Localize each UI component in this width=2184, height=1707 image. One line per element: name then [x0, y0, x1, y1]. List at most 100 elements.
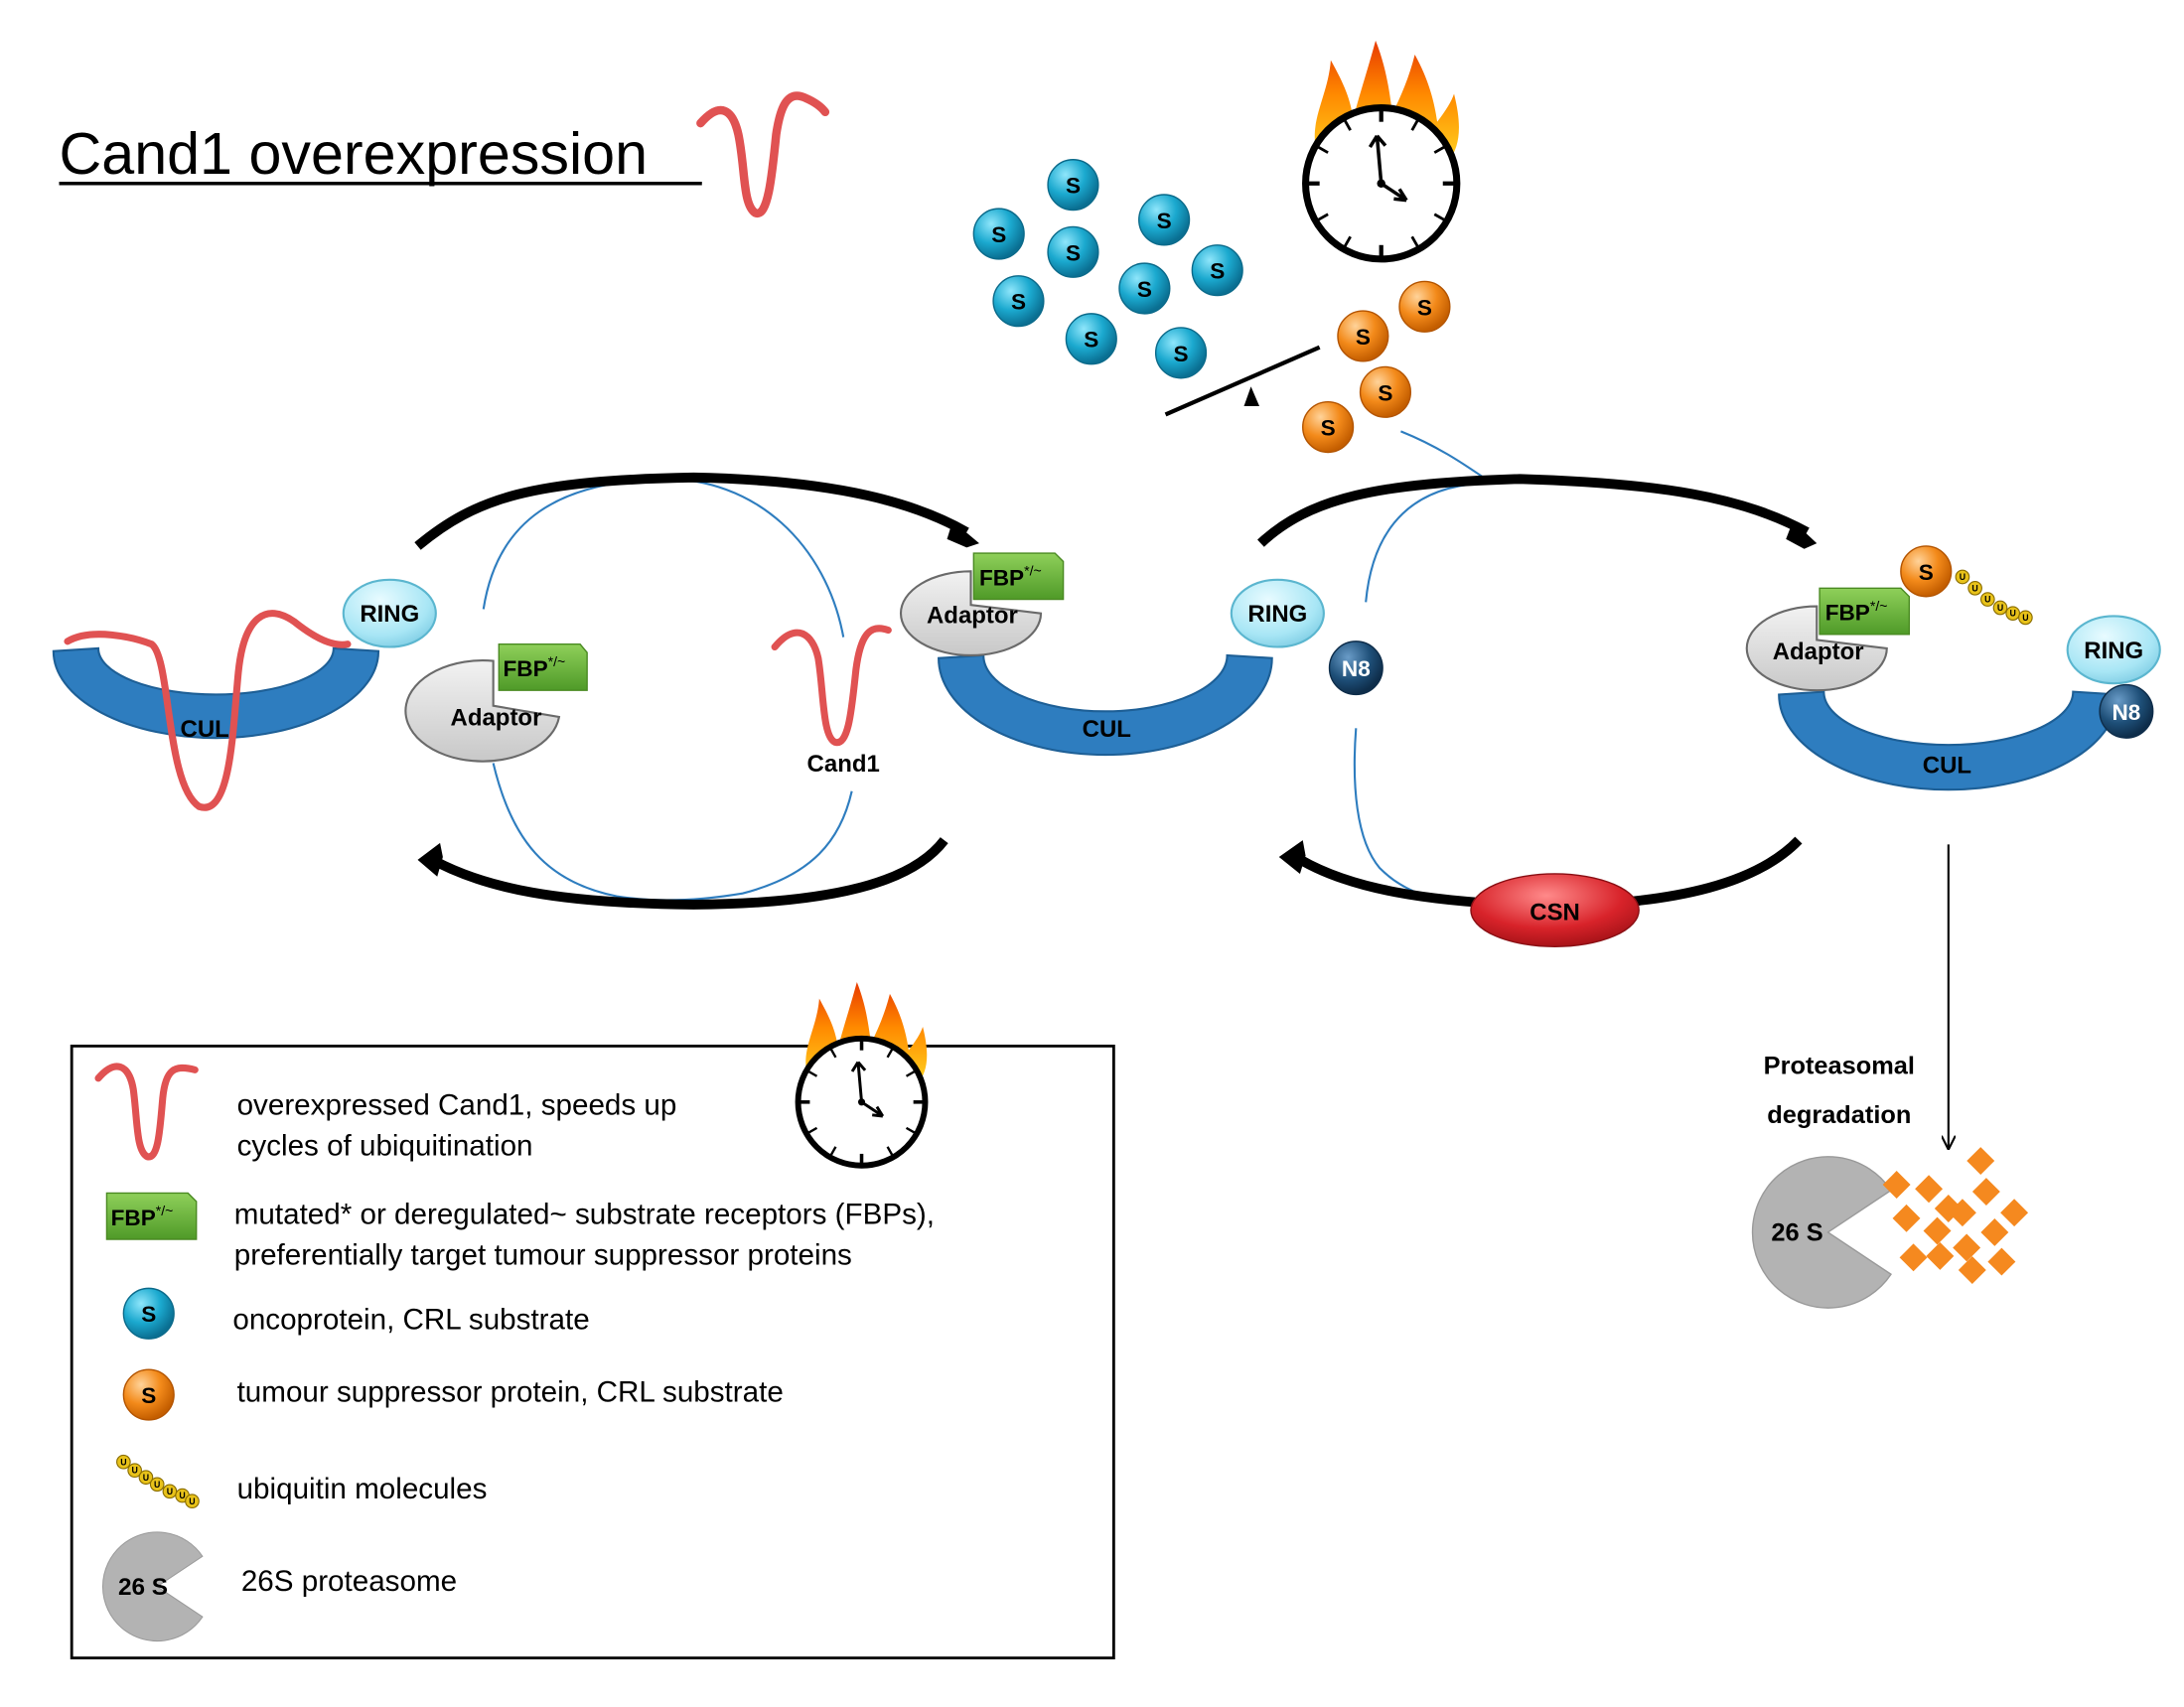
- svg-text:S: S: [991, 222, 1006, 247]
- tumour-suppressor-icon: S: [1337, 310, 1389, 362]
- cul-label: CUL: [1083, 716, 1131, 743]
- tumour-suppressor-icon: S: [1302, 401, 1355, 454]
- legend-item-tumour-suppressor: S tumour suppressor protein, CRL substra…: [122, 1368, 784, 1421]
- oncoprotein-icon: S: [1191, 244, 1243, 297]
- adaptor-shape: [1745, 605, 1888, 692]
- arrow-head-icon: [417, 842, 443, 877]
- ubiquitin-label: U: [2022, 613, 2028, 623]
- protein-fragment: [2000, 1199, 2029, 1227]
- ubiquitin-label: U: [2010, 609, 2016, 619]
- n8-icon: N8: [2099, 683, 2154, 739]
- svg-text:S: S: [1210, 259, 1225, 284]
- oncoprotein-icon: S: [1047, 225, 1099, 278]
- protein-fragment: [1971, 1178, 2000, 1207]
- ubiquitin-label: U: [120, 1457, 126, 1467]
- legend-item-fbp: FBP*/~ mutated* or deregulated~ substrat…: [105, 1192, 935, 1271]
- svg-text:S: S: [1321, 416, 1336, 441]
- svg-text:S: S: [1066, 240, 1081, 265]
- ubiquitin-bead: [149, 1477, 165, 1493]
- fbp-icon: [105, 1192, 198, 1240]
- legend-item-cand1: overexpressed Cand1, speeds up cycles of…: [94, 982, 928, 1166]
- proteasome-icon: 26 S: [1751, 1156, 1892, 1309]
- ubiquitin-bead: [2018, 610, 2033, 626]
- fbp-box: [498, 642, 588, 691]
- ubiquitin-bead: [1967, 580, 1982, 596]
- legend-item-oncoprotein: S oncoprotein, CRL substrate: [122, 1287, 590, 1340]
- ubiquitin-label: U: [189, 1496, 195, 1506]
- legend-text: tumour suppressor protein, CRL substrate: [237, 1376, 784, 1409]
- fast-clock-icon: [799, 982, 928, 1166]
- cul-scaffold: [52, 646, 380, 740]
- cand1-icon: [94, 1063, 199, 1161]
- arrow-head-icon: [1786, 520, 1818, 549]
- svg-text:S: S: [1011, 290, 1026, 315]
- svg-text:S: S: [1417, 295, 1432, 320]
- svg-text:S: S: [141, 1383, 156, 1408]
- svg-text:S: S: [141, 1302, 156, 1327]
- arrow-head-icon: [946, 520, 979, 548]
- ring-label: RING: [360, 601, 419, 628]
- ubiquitin-label: U: [131, 1466, 137, 1476]
- tumour-suppressor-cluster: S S S S: [1302, 280, 1451, 454]
- protein-fragment: [1987, 1247, 2016, 1276]
- legend-text: ubiquitin molecules: [237, 1473, 488, 1505]
- ubiquitin-bead: [1992, 600, 2008, 616]
- legend-text: mutated* or deregulated~ substrate recep…: [234, 1198, 935, 1230]
- title-cand1-icon: [696, 91, 830, 217]
- svg-text:26 S: 26 S: [1771, 1218, 1822, 1246]
- cycle-arrows: [414, 472, 1818, 912]
- svg-text:S: S: [1356, 325, 1371, 350]
- ubiquitin-label: U: [1997, 603, 2003, 613]
- degradation-label-line1: Proteasomal: [1764, 1053, 1915, 1080]
- ring-label: RING: [2084, 638, 2143, 664]
- arrow-head-icon: [1278, 840, 1306, 874]
- cand1-label: Cand1: [807, 751, 880, 778]
- svg-text:S: S: [1137, 277, 1152, 302]
- protein-fragment: [1899, 1243, 1928, 1272]
- ubiquitin-bead: [138, 1470, 154, 1486]
- proteasome-icon: 26 S: [101, 1531, 204, 1642]
- fbp-label: FBP*/~: [1825, 598, 1888, 626]
- ubiquitin-bead: [185, 1494, 200, 1509]
- adaptor-shape: [404, 659, 561, 763]
- adaptor-label: Adaptor: [451, 704, 542, 731]
- ubiquitin-label: U: [1971, 583, 1977, 593]
- crl-complex: CUL RING Adaptor FBP*/~: [899, 552, 1325, 757]
- csn-icon: CSN: [1470, 873, 1640, 947]
- svg-text:S: S: [1174, 342, 1189, 366]
- protein-fragment: [1892, 1204, 1921, 1232]
- page-title: Cand1 overexpression: [59, 120, 648, 187]
- fbp-label: FBP*/~: [504, 653, 566, 681]
- ubiquitin-bead: [1979, 592, 1995, 607]
- cul-cand1-complex: CUL RING: [52, 578, 437, 811]
- svg-text:S: S: [1378, 380, 1392, 405]
- protein-fragment: [1958, 1256, 1986, 1284]
- tumour-suppressor-icon: S: [1900, 545, 1953, 598]
- fbp-box: [1819, 587, 1911, 636]
- oncoprotein-icon: S: [1065, 313, 1117, 365]
- free-cand1: Cand1: [771, 625, 892, 778]
- svg-text:S: S: [1919, 560, 1934, 585]
- cand1-icon: [64, 610, 352, 811]
- ubiquitin-label: U: [154, 1480, 160, 1490]
- ubiquitin-label: U: [179, 1491, 185, 1500]
- cul-label: CUL: [181, 716, 229, 743]
- cand1-icon: [771, 625, 892, 746]
- tumour-suppressor-icon: S: [122, 1368, 175, 1421]
- degradation-section: Proteasomal degradation 26 S: [1751, 844, 2029, 1309]
- n8-icon: N8: [1328, 640, 1383, 696]
- oncoprotein-icon: S: [992, 275, 1045, 328]
- legend-text: oncoprotein, CRL substrate: [232, 1303, 589, 1336]
- free-adaptor-fbp: Adaptor FBP*/~: [404, 642, 588, 763]
- protein-fragment: [1926, 1241, 1955, 1270]
- balance-scale: [1164, 345, 1321, 417]
- legend-text: 26S proteasome: [241, 1565, 457, 1598]
- fast-clock-icon: [1306, 41, 1459, 259]
- oncoprotein-icon: S: [1047, 159, 1099, 212]
- cul-label: CUL: [1923, 752, 1971, 779]
- protein-fragment: [1953, 1233, 1981, 1262]
- oncoprotein-icon: S: [972, 208, 1025, 260]
